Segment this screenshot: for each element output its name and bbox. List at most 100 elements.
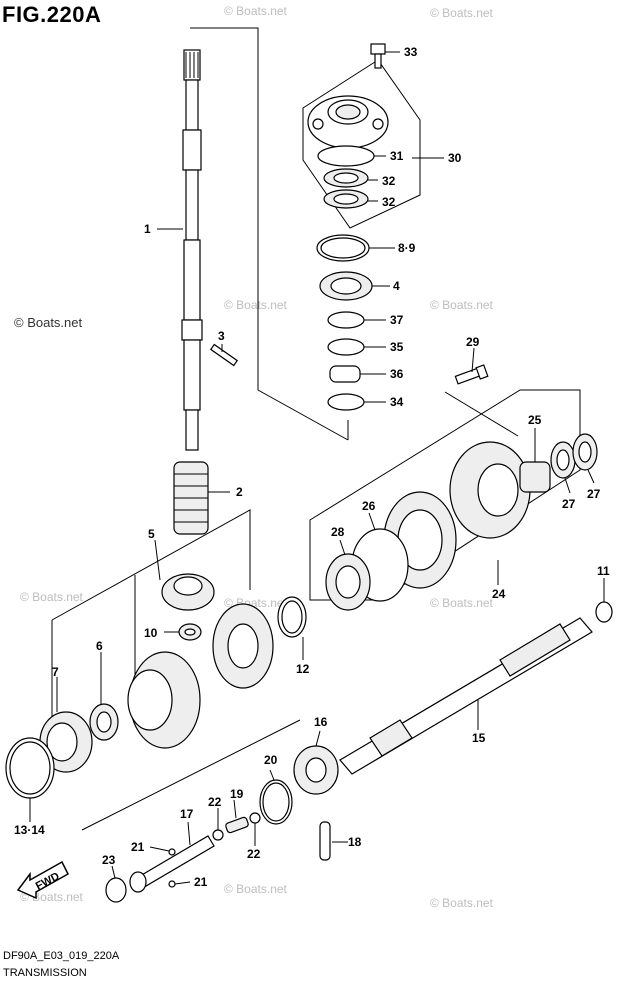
spring-19	[225, 816, 249, 834]
seal-31	[317, 145, 375, 167]
callout-35: 35	[390, 340, 404, 354]
callout-11: 11	[597, 564, 610, 578]
callout-27a: 27	[562, 497, 576, 511]
spring	[173, 461, 209, 535]
gear-case	[383, 441, 531, 589]
ball-21a	[168, 848, 176, 856]
shift-plunger	[129, 835, 215, 893]
clutch-16	[293, 745, 339, 795]
ball-21b	[168, 880, 176, 888]
bearing-4	[319, 271, 373, 301]
figure-code: DF90A_E03_019_220A	[3, 950, 120, 962]
o-ring-12	[277, 596, 307, 638]
drive-shaft	[181, 49, 203, 451]
o-ring-13-14	[5, 737, 55, 799]
callout-8-9: 8·9	[398, 241, 416, 255]
callout-17-18: 18	[348, 835, 362, 849]
watermark: © Boats.net	[224, 298, 287, 312]
callout-21b: 21	[194, 875, 208, 889]
nut-10	[178, 623, 202, 641]
watermark: © Boats.net	[430, 896, 493, 910]
seal-27b	[572, 433, 598, 471]
callout-23: 23	[102, 853, 116, 867]
watermark: © Boats.net	[430, 596, 493, 610]
callout-13-14: 13·14	[14, 823, 45, 837]
callout-12: 12	[296, 662, 310, 676]
callout-33: 33	[404, 45, 418, 59]
callout-6: 6	[96, 639, 103, 653]
pin-18	[319, 821, 331, 861]
bearing-28	[325, 553, 371, 611]
callout-22b: 22	[247, 847, 261, 861]
callout-27b: 27	[587, 487, 601, 501]
washer-23	[105, 877, 127, 903]
fwd-arrow-icon: FWD	[16, 860, 69, 900]
oil-seal-32a	[323, 168, 369, 188]
bearing-housing	[307, 95, 389, 149]
shift-group-frame	[81, 719, 301, 831]
ball-22a	[212, 829, 224, 841]
o-ring-11	[595, 601, 613, 623]
callout-29: 29	[466, 335, 480, 349]
callout-15: 15	[472, 731, 486, 745]
bolt-29	[454, 364, 489, 385]
seal-27a	[550, 441, 576, 479]
callout-19: 19	[230, 787, 244, 801]
watermark: © Boats.net	[20, 590, 83, 604]
callout-31: 31	[390, 149, 404, 163]
figure-name: TRANSMISSION	[3, 967, 87, 979]
watermark: © Boats.net	[430, 298, 493, 312]
oil-seal-32b	[323, 189, 369, 209]
pinion-gear	[161, 573, 215, 611]
case-group-bolt-line	[444, 391, 519, 437]
bearing-6	[89, 703, 119, 741]
o-ring-8-9	[316, 234, 370, 262]
callout-20: 20	[264, 753, 278, 767]
callout-32a: 32	[382, 174, 396, 188]
callout-32b: 32	[382, 195, 396, 209]
shaft-group-frame	[190, 27, 349, 441]
callout-3: 3	[218, 329, 225, 343]
washer-36	[329, 365, 361, 383]
leader-lines	[29, 51, 605, 885]
callout-4: 4	[393, 279, 400, 293]
reverse-gear	[127, 651, 201, 749]
shim-35	[327, 338, 365, 356]
bearing-25	[519, 461, 551, 493]
callout-28: 28	[331, 525, 345, 539]
propeller-shaft	[339, 617, 593, 775]
callout-25: 25	[528, 413, 542, 427]
gear-group-frame-top	[51, 509, 251, 621]
spring-20	[259, 779, 293, 825]
callout-26: 26	[362, 499, 376, 513]
watermark: © Boats.net	[224, 4, 287, 18]
callout-36: 36	[390, 367, 404, 381]
watermark: © Boats.net	[224, 882, 287, 896]
watermark-dark: © Boats.net	[14, 315, 83, 330]
callout-30: 30	[448, 151, 462, 165]
callout-2: 2	[236, 485, 243, 499]
fwd-label: FWD	[34, 870, 62, 892]
ball-22b	[249, 812, 261, 824]
callout-10: 10	[144, 626, 158, 640]
forward-gear	[212, 603, 274, 689]
callout-37: 37	[390, 313, 404, 327]
figure-title: FIG.220A	[2, 2, 102, 27]
callout-24: 24	[492, 587, 506, 601]
callout-5: 5	[148, 527, 155, 541]
callout-17: 17	[180, 807, 194, 821]
washer-34	[327, 393, 365, 411]
shim-37	[327, 311, 365, 329]
callout-34: 34	[390, 395, 404, 409]
bolt-33	[370, 43, 386, 69]
watermark: © Boats.net	[430, 6, 493, 20]
callout-1: 1	[144, 222, 151, 236]
callout-21a: 21	[131, 840, 145, 854]
case-group-frame	[309, 389, 581, 601]
pin	[209, 343, 239, 367]
callout-16: 16	[314, 715, 328, 729]
callout-22a: 22	[208, 795, 222, 809]
callout-7: 7	[52, 665, 59, 679]
